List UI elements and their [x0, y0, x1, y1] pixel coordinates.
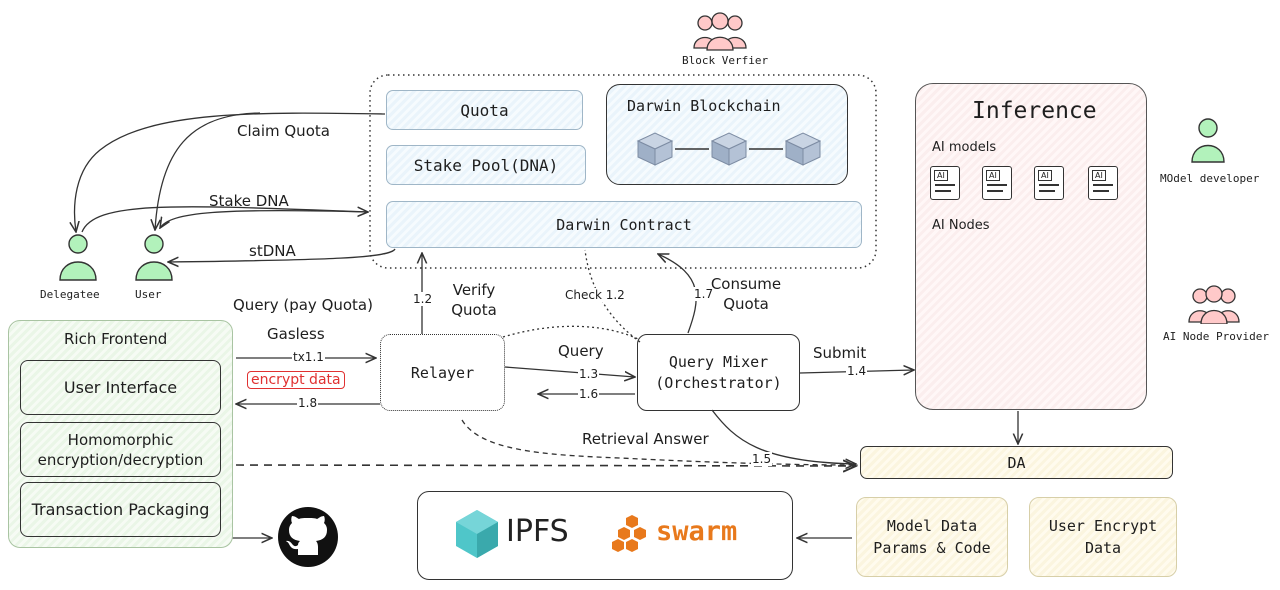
user-interface-box: User Interface	[20, 360, 221, 415]
e17-label: 1.7	[693, 287, 715, 301]
check12-arrow	[584, 249, 641, 343]
delegatee-contract-arrow	[81, 206, 369, 233]
ai-nodes-label: AI Nodes	[932, 218, 990, 233]
person-icon	[59, 234, 97, 281]
e13-label: 1.3	[578, 367, 600, 381]
submit-label: Submit	[813, 344, 867, 362]
rich-frontend-title: Rich Frontend	[64, 330, 168, 348]
ai-node-provider-label: AI Node Provider	[1163, 330, 1269, 343]
tx11-label: tx1.1	[292, 350, 325, 364]
claim-quota-label: Claim Quota	[237, 122, 330, 140]
ai-model-doc-icon: AI	[1034, 166, 1064, 200]
inference-box: Inference AI models AI Nodes	[915, 83, 1147, 410]
quota-label: Quota	[460, 100, 509, 120]
blockchain-blocks-icon	[636, 132, 822, 166]
delegatee	[58, 232, 98, 282]
e18-label: 1.8	[297, 396, 319, 410]
people-group-icon	[693, 12, 747, 51]
ai-node-provider	[1186, 282, 1242, 325]
relayer-label: Relayer	[410, 363, 475, 382]
user-interface-label: User Interface	[63, 378, 178, 397]
swarm-icon	[612, 515, 646, 552]
storage-box: IPFS swarm	[417, 491, 793, 580]
query-label: Query	[558, 342, 604, 360]
model-developer-label: MOdel developer	[1160, 172, 1260, 185]
quota-box: Quota	[386, 90, 583, 130]
relayer-box: Relayer	[380, 334, 505, 411]
check12-label: Check 1.2	[564, 288, 626, 302]
consume-quota-label: Consume Quota	[710, 275, 782, 313]
stake-pool-box: Stake Pool(DNA)	[386, 145, 586, 185]
model-data-label: Model Data Params & Code	[873, 517, 991, 557]
frontend-da-arrow	[235, 465, 856, 466]
model-developer	[1190, 116, 1226, 164]
e16-label: 1.6	[578, 387, 600, 401]
ipfs-icon	[456, 510, 498, 558]
transaction-packaging-box: Transaction Packaging	[20, 482, 221, 537]
block-verifier-region	[369, 74, 877, 269]
retrieval-answer-label: Retrieval Answer	[582, 430, 709, 448]
e17-arrow	[658, 254, 697, 334]
query-mixer-label: Query Mixer (Orchestrator)	[655, 352, 782, 392]
swarm-label: swarm	[656, 516, 738, 547]
verify-quota-label: Verify Quota	[451, 281, 497, 319]
model-data-box: Model Data Params & Code	[856, 497, 1008, 577]
stdna-arrow	[168, 248, 396, 262]
delegatee-label: Delegatee	[40, 288, 100, 301]
transaction-packaging-label: Transaction Packaging	[31, 500, 210, 519]
e15-arrow	[711, 409, 856, 464]
ai-model-doc-icon: AI	[982, 166, 1012, 200]
e13-arrow	[504, 366, 635, 377]
ai-models-label: AI models	[932, 140, 997, 155]
ipfs-label: IPFS	[506, 514, 569, 549]
encrypt-data-label: encrypt data	[247, 371, 345, 389]
darwin-contract-label: Darwin Contract	[556, 215, 692, 234]
block-cube-icon	[636, 132, 674, 166]
user-encrypt-data-label: User Encrypt Data	[1048, 517, 1158, 557]
stake-dna-arrow	[160, 211, 368, 228]
query-pay-label: Query (pay Quota)	[233, 296, 373, 314]
stake-dna-label: Stake DNA	[209, 192, 289, 210]
claim-quota-arrow	[75, 112, 386, 232]
block-cube-icon	[784, 132, 822, 166]
block-cube-icon	[710, 132, 748, 166]
darwin-blockchain-label: Darwin Blockchain	[627, 97, 781, 115]
e12-label: 1.2	[412, 292, 434, 306]
stake-pool-label: Stake Pool(DNA)	[413, 155, 559, 175]
e14-label: 1.4	[846, 364, 868, 378]
homomorphic-box: Homomorphic encryption/decryption	[20, 422, 221, 477]
da-label: DA	[1007, 453, 1026, 472]
inference-title: Inference	[972, 98, 1097, 124]
darwin-contract-box: Darwin Contract	[386, 201, 862, 248]
user	[134, 232, 174, 282]
block-verifier	[690, 8, 750, 52]
gasless-label: Gasless	[267, 325, 325, 343]
person-icon	[135, 234, 173, 281]
da-box: DA	[860, 446, 1173, 479]
check12-relayer-link	[502, 325, 641, 341]
retrieval-arrow	[461, 419, 859, 466]
people-group-icon	[1188, 285, 1240, 325]
user-label: User	[135, 288, 162, 301]
stdna-label: stDNA	[249, 242, 296, 260]
query-mixer-box: Query Mixer (Orchestrator)	[637, 334, 800, 411]
github-icon[interactable]	[276, 505, 340, 569]
user-encrypt-data-box: User Encrypt Data	[1029, 497, 1177, 577]
claim-quota-user-arrow	[155, 112, 261, 230]
ai-model-doc-icon: AI	[1088, 166, 1118, 200]
homomorphic-label: Homomorphic encryption/decryption	[37, 430, 204, 469]
darwin-blockchain-box: Darwin Blockchain	[606, 84, 848, 185]
person-icon	[1191, 118, 1225, 163]
e15-label: 1.5	[751, 452, 773, 466]
block-verifier-label: Block Verfier	[682, 54, 769, 67]
ai-model-doc-icon: AI	[930, 166, 960, 200]
